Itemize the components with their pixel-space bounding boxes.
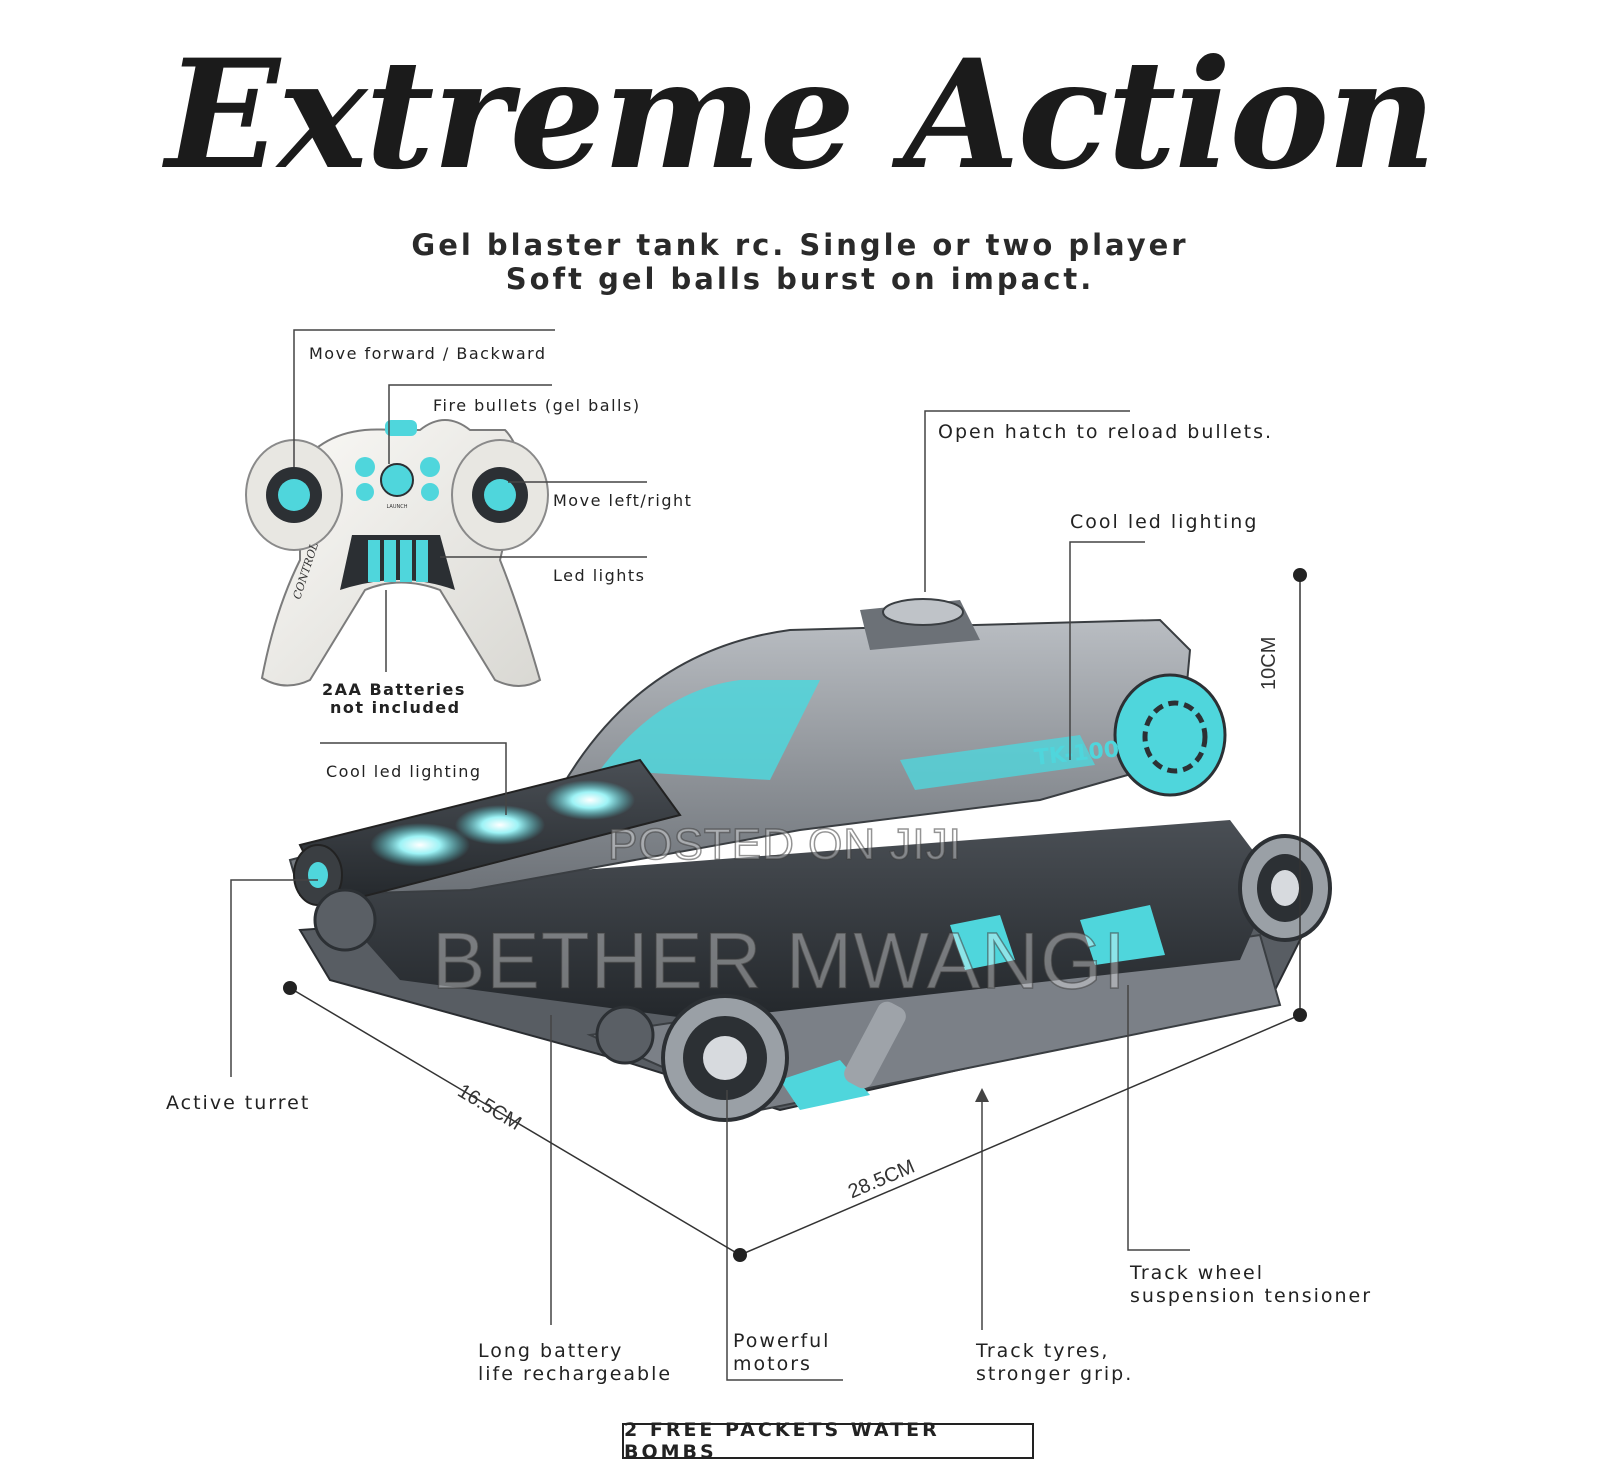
right-joystick-icon <box>484 479 516 511</box>
label-motors-line-2: motors <box>733 1353 812 1375</box>
dimension-lines <box>289 575 1301 1256</box>
watermark-line-1: POSTED ON JIJI <box>607 819 962 870</box>
label-motors-line-1: Powerful <box>733 1330 831 1352</box>
dimension-height: 10CM <box>1258 636 1280 690</box>
label-tyres-line-1: Track tyres, <box>976 1340 1110 1362</box>
label-move-forward-backward: Move forward / Backward <box>309 344 547 363</box>
subtitle-line-1: Gel blaster tank rc. Single or two playe… <box>411 228 1189 262</box>
remote-controller: LAUNCH CONTROL <box>245 419 549 687</box>
label-track-wheel-line-1: Track wheel <box>1130 1262 1264 1284</box>
label-move-left-right: Move left/right <box>553 491 693 510</box>
launch-text: LAUNCH <box>387 504 408 510</box>
watermark-line-2: BETHER MWANGI <box>431 915 1127 1006</box>
label-tyres-line-2: stronger grip. <box>976 1363 1134 1385</box>
label-batteries-line-2: not included <box>330 698 461 717</box>
label-open-hatch: Open hatch to reload bullets. <box>938 421 1274 443</box>
label-battery-line-1: Long battery <box>478 1340 624 1362</box>
hatch-icon <box>882 598 964 626</box>
label-led-lights: Led lights <box>553 566 646 585</box>
label-cool-led-right: Cool led lighting <box>1070 511 1259 533</box>
leader-lines <box>230 329 1190 1381</box>
page-title: Extreme Action <box>165 27 1437 203</box>
free-water-bombs-badge: 2 FREE PACKETS WATER BOMBS <box>622 1419 1034 1463</box>
label-batteries-line-1: 2AA Batteries <box>322 680 466 699</box>
label-track-wheel-line-2: suspension tensioner <box>1130 1285 1373 1307</box>
label-cool-led-left: Cool led lighting <box>326 762 482 781</box>
fire-button-icon <box>380 463 414 497</box>
rear-wheel-icon <box>1238 834 1332 942</box>
tank-illustration: TK-100 <box>288 598 1332 1122</box>
label-battery-line-2: life rechargeable <box>478 1363 673 1385</box>
front-wheel-icon <box>661 994 789 1122</box>
left-joystick-icon <box>278 479 310 511</box>
subtitle-line-2: Soft gel balls burst on impact. <box>505 262 1095 296</box>
label-fire-bullets: Fire bullets (gel balls) <box>433 396 641 415</box>
label-active-turret: Active turret <box>166 1092 311 1114</box>
